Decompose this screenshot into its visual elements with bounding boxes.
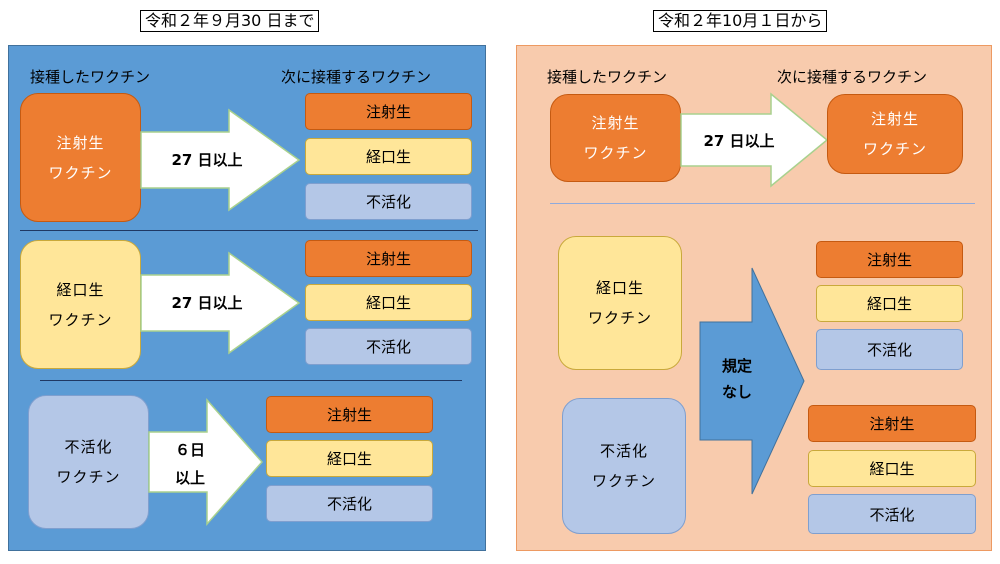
target-label-line1: 注射生	[870, 110, 919, 128]
source-label-line2: ワクチン	[48, 163, 113, 182]
target-injection: 注射生	[305, 240, 472, 277]
source-label-line1: 経口生	[595, 279, 644, 297]
arrow-27days-injection	[140, 108, 301, 212]
source-label-line1: 注射生	[56, 133, 105, 152]
header-received-left: 接種したワクチン	[30, 68, 151, 86]
interval-label-none-line2: なし	[721, 383, 752, 401]
target-oral: 経口生	[808, 450, 976, 487]
header-received-right: 接種したワクチン	[547, 68, 668, 86]
target-injection: 注射生	[808, 405, 976, 442]
interval-label-6days-line1: ６日	[174, 441, 205, 459]
target-oral: 経口生	[816, 285, 963, 322]
source-inactivated-right: 不活化 ワクチン	[562, 398, 686, 534]
source-label-line1: 注射生	[591, 114, 640, 132]
source-label-line2: ワクチン	[591, 472, 656, 490]
source-label-line2: ワクチン	[48, 310, 113, 329]
source-label-line2: ワクチン	[583, 144, 648, 162]
interval-label-none-line1: 規定	[721, 357, 752, 375]
target-inactivated: 不活化	[266, 485, 433, 522]
divider	[20, 230, 478, 231]
target-inactivated: 不活化	[816, 329, 963, 370]
arrow-no-restriction	[699, 267, 805, 495]
target-oral: 経口生	[266, 440, 433, 477]
source-oral-live-left: 経口生 ワクチン	[20, 240, 141, 369]
target-oral: 経口生	[305, 284, 472, 321]
arrow-27days-right	[680, 92, 829, 188]
title-before: 令和２年９月30 日まで	[140, 10, 320, 32]
source-label-line2: ワクチン	[587, 309, 652, 327]
source-label-line1: 不活化	[599, 442, 648, 460]
target-label-line2: ワクチン	[862, 140, 927, 158]
interval-label-27days: 27 日以上	[171, 151, 243, 169]
source-label-line2: ワクチン	[56, 468, 121, 486]
header-next-right: 次に接種するワクチン	[777, 68, 928, 86]
arrow-27days-oral	[140, 251, 301, 355]
source-injection-live-right: 注射生 ワクチン	[550, 94, 681, 182]
arrow-6days	[148, 398, 264, 526]
target-injection: 注射生	[816, 241, 963, 278]
divider	[550, 203, 975, 204]
target-injection: 注射生	[266, 396, 433, 433]
target-injection-live-right: 注射生 ワクチン	[827, 94, 963, 174]
interval-label-27days: 27 日以上	[703, 132, 775, 150]
divider	[40, 380, 462, 381]
interval-label-27days: 27 日以上	[171, 294, 243, 312]
target-inactivated: 不活化	[808, 494, 976, 534]
source-label-line1: 経口生	[56, 280, 105, 299]
target-inactivated: 不活化	[305, 328, 472, 365]
source-inactivated-left: 不活化 ワクチン	[28, 395, 149, 529]
title-after: 令和２年10月１日から	[653, 10, 828, 32]
target-injection: 注射生	[305, 93, 472, 130]
source-label-line1: 不活化	[64, 438, 113, 456]
target-oral: 経口生	[305, 138, 472, 175]
header-next-left: 次に接種するワクチン	[281, 68, 432, 86]
source-injection-live-left: 注射生 ワクチン	[20, 93, 141, 222]
source-oral-live-right: 経口生 ワクチン	[558, 236, 682, 370]
interval-label-6days-line2: 以上	[174, 469, 205, 487]
target-inactivated: 不活化	[305, 183, 472, 220]
